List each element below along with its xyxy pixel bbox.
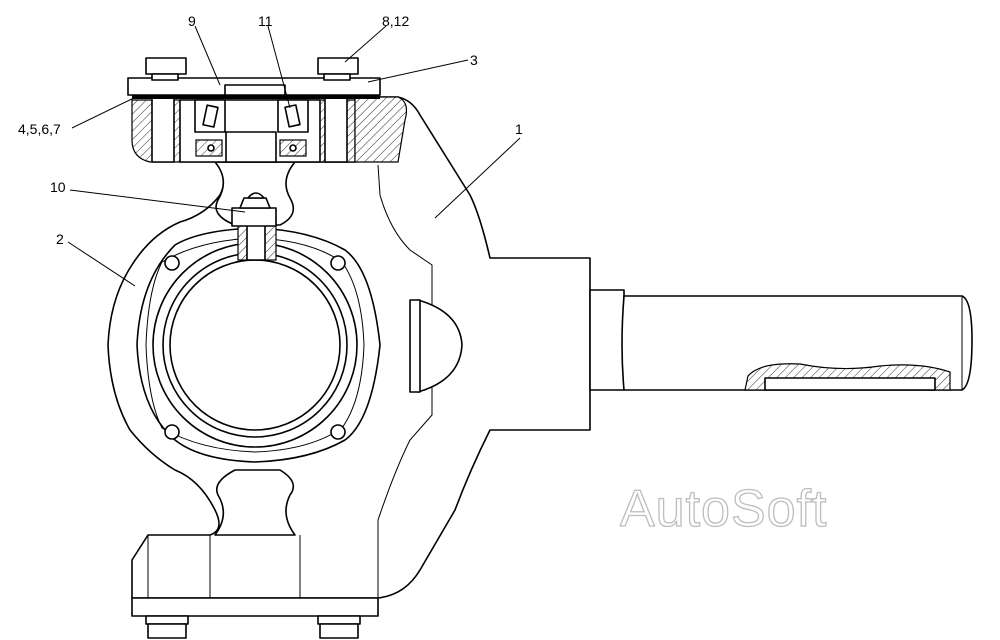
callout-4-5-6-7: 4,5,6,7 xyxy=(18,121,61,137)
callout-8-12: 8,12 xyxy=(382,13,409,29)
watermark: AutoSoft xyxy=(620,480,827,538)
arm-shaft xyxy=(621,295,973,391)
callout-1: 1 xyxy=(515,121,523,137)
callout-11: 11 xyxy=(258,13,273,29)
lower-neck xyxy=(214,469,296,536)
top-housing xyxy=(127,57,408,163)
leader-lines xyxy=(67,25,521,287)
flange-housing xyxy=(136,227,381,463)
boss-face xyxy=(409,299,421,393)
grease-fitting xyxy=(231,192,277,261)
ball-boss xyxy=(417,299,463,393)
callout-3: 3 xyxy=(470,52,478,68)
bottom-base xyxy=(131,535,379,639)
callout-2: 2 xyxy=(56,231,64,247)
callout-9: 9 xyxy=(188,13,196,29)
callout-10: 10 xyxy=(50,179,66,195)
